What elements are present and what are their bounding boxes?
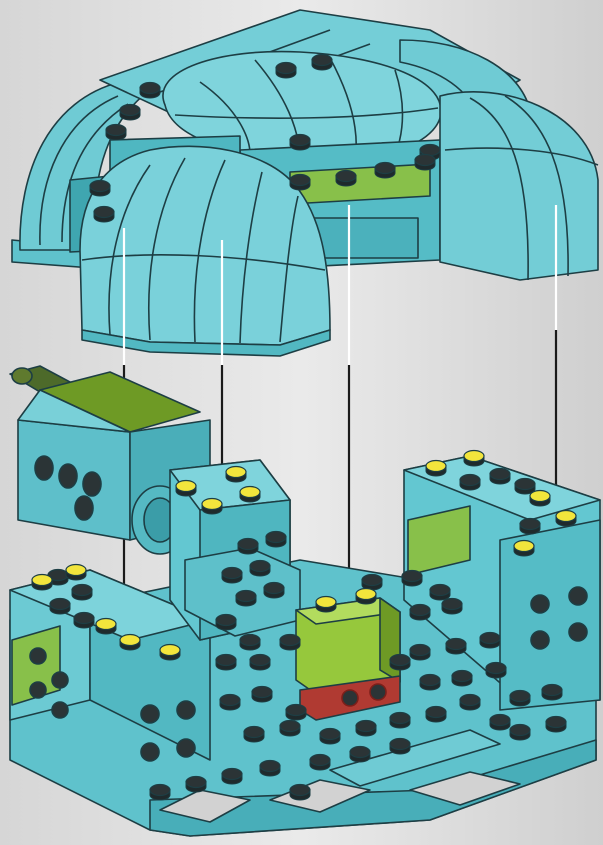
roof-stud	[140, 83, 160, 99]
highlighted-stud	[66, 565, 86, 581]
base-stud	[186, 777, 206, 793]
base-stud	[486, 663, 506, 679]
base-stud	[510, 725, 530, 741]
base-stud	[320, 729, 340, 745]
base-stud	[390, 739, 410, 755]
base-stud	[546, 717, 566, 733]
roof-stud	[415, 155, 435, 171]
roof-stud	[336, 171, 356, 187]
base-stud	[452, 671, 472, 687]
base-stud	[446, 639, 466, 655]
base-stud	[260, 761, 280, 777]
base-stud	[252, 687, 272, 703]
base-stud	[280, 635, 300, 651]
highlighted-stud	[120, 635, 140, 651]
highlighted-stud	[514, 541, 534, 557]
highlighted-stud	[556, 511, 576, 527]
base-stud	[266, 532, 286, 548]
base-stud	[240, 635, 260, 651]
highlighted-stud	[202, 499, 222, 515]
roof-stud	[120, 105, 140, 121]
base-stud	[264, 583, 284, 599]
base-stud	[150, 785, 170, 801]
highlighted-stud	[316, 597, 336, 613]
base-stud	[74, 613, 94, 629]
base-stud	[216, 655, 236, 671]
base-stud	[426, 707, 446, 723]
base-stud	[510, 691, 530, 707]
roof-stud	[290, 135, 310, 151]
highlighted-stud	[356, 589, 376, 605]
highlighted-stud	[464, 451, 484, 467]
base-stud	[410, 645, 430, 661]
base-stud	[490, 715, 510, 731]
base-stud	[442, 599, 462, 615]
base-stud	[290, 785, 310, 801]
base-stud	[72, 585, 92, 600]
highlighted-stud	[530, 491, 550, 507]
base-stud	[236, 591, 256, 607]
base-stud	[460, 475, 480, 491]
base-stud	[244, 727, 264, 743]
roof-stud	[106, 125, 126, 141]
base-stud	[350, 747, 370, 763]
base-stud	[390, 713, 410, 729]
base-stud	[356, 721, 376, 737]
base-stud	[280, 721, 300, 737]
base-stud	[430, 585, 450, 601]
base-stud	[220, 695, 240, 711]
base-stud	[250, 655, 270, 671]
highlighted-stud	[160, 645, 180, 661]
base-stud	[250, 561, 270, 577]
highlighted-stud	[226, 467, 246, 483]
base-stud	[50, 599, 70, 615]
base-stud	[515, 479, 535, 495]
base-stud	[420, 675, 440, 691]
highlighted-stud	[426, 461, 446, 477]
base-stud	[310, 755, 330, 771]
roof-stud	[290, 175, 310, 191]
base-stud	[460, 695, 480, 711]
roof-stud	[94, 207, 114, 223]
base-stud	[520, 519, 540, 535]
base-stud	[390, 655, 410, 671]
highlighted-stud	[96, 619, 116, 635]
base-stud	[490, 469, 510, 485]
base-stud	[402, 571, 422, 587]
roof-stud	[312, 55, 332, 71]
base-stud	[222, 568, 242, 584]
base-stud	[238, 539, 258, 555]
roof-stud	[375, 163, 395, 179]
base-stud	[222, 769, 242, 785]
base-stud	[216, 615, 236, 631]
highlighted-stud	[176, 481, 196, 497]
highlighted-stud	[32, 575, 52, 591]
base-stud	[480, 633, 500, 649]
roof-stud	[276, 63, 296, 79]
base-stud	[362, 575, 382, 591]
base-stud	[286, 705, 306, 721]
roof-stud	[90, 181, 110, 197]
base-stud	[410, 605, 430, 621]
base-stud	[542, 685, 562, 701]
highlighted-stud	[240, 487, 260, 503]
